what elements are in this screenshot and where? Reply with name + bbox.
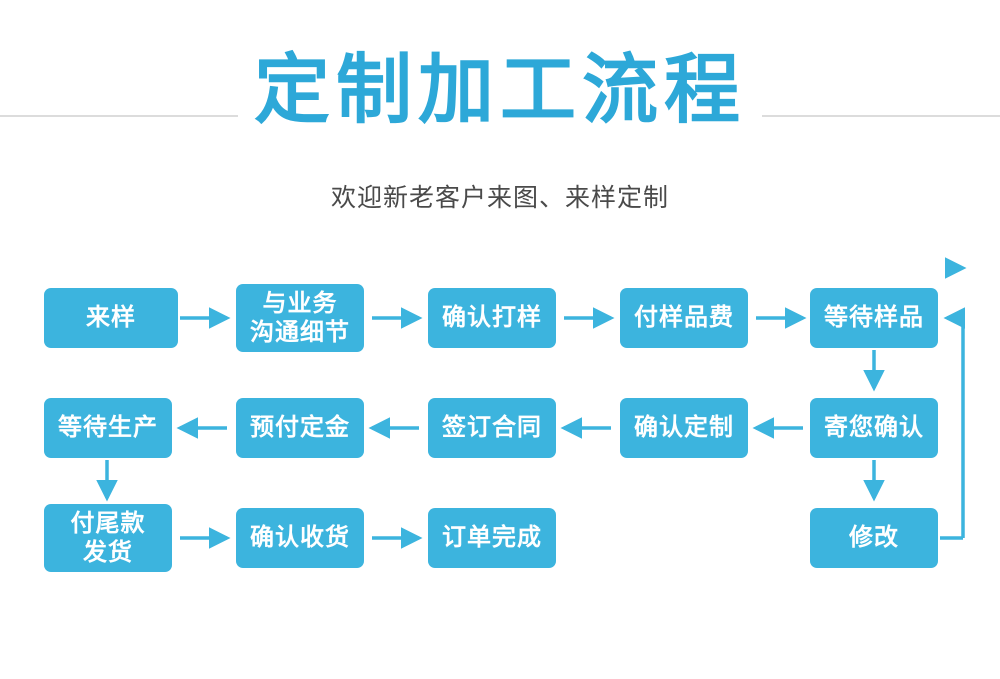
flow-node-8[interactable]: 签订合同 [428, 398, 556, 458]
flow-node-label: 修改 [849, 523, 899, 552]
flow-node-label: 付样品费 [634, 303, 734, 332]
flow-node-label: 确认定制 [634, 413, 734, 442]
flow-node-7[interactable]: 确认定制 [620, 398, 748, 458]
flow-node-11[interactable]: 付尾款 发货 [44, 504, 172, 572]
flow-node-label: 预付定金 [250, 413, 350, 442]
flow-node-label: 签订合同 [442, 413, 542, 442]
flow-node-label: 等待生产 [58, 413, 158, 442]
flow-node-13[interactable]: 订单完成 [428, 508, 556, 568]
flow-node-label: 订单完成 [442, 523, 542, 552]
page-title: 定制加工流程 [254, 45, 746, 134]
flow-node-label: 确认收货 [250, 523, 350, 552]
header-rule-left [0, 115, 238, 117]
flow-node-1[interactable]: 来样 [44, 288, 178, 348]
flow-node-5[interactable]: 等待样品 [810, 288, 938, 348]
flow-node-2[interactable]: 与业务 沟通细节 [236, 284, 364, 352]
flow-node-6[interactable]: 寄您确认 [810, 398, 938, 458]
flow-node-label: 来样 [86, 303, 136, 332]
flow-node-4[interactable]: 付样品费 [620, 288, 748, 348]
flow-node-label-line2: 发货 [83, 538, 133, 566]
page-header: 定制加工流程 欢迎新老客户来图、来样定制 [0, 0, 1000, 240]
flow-node-10[interactable]: 等待生产 [44, 398, 172, 458]
header-rule-right [762, 115, 1000, 117]
flow-node-label: 等待样品 [824, 303, 924, 332]
flow-node-label-line1: 付尾款 [70, 509, 146, 538]
flow-node-3[interactable]: 确认打样 [428, 288, 556, 348]
flow-node-label-line2: 沟通细节 [250, 318, 350, 346]
flow-node-label: 寄您确认 [824, 413, 924, 442]
flow-node-revise[interactable]: 修改 [810, 508, 938, 568]
flow-node-label-line1: 与业务 [262, 289, 338, 318]
flow-node-9[interactable]: 预付定金 [236, 398, 364, 458]
process-flow-diagram: 来样 与业务 沟通细节 确认打样 付样品费 等待样品 等待生产 预付定金 签订合… [0, 240, 1000, 679]
flow-node-label: 确认打样 [442, 303, 542, 332]
flow-node-12[interactable]: 确认收货 [236, 508, 364, 568]
page-subtitle: 欢迎新老客户来图、来样定制 [330, 183, 669, 212]
